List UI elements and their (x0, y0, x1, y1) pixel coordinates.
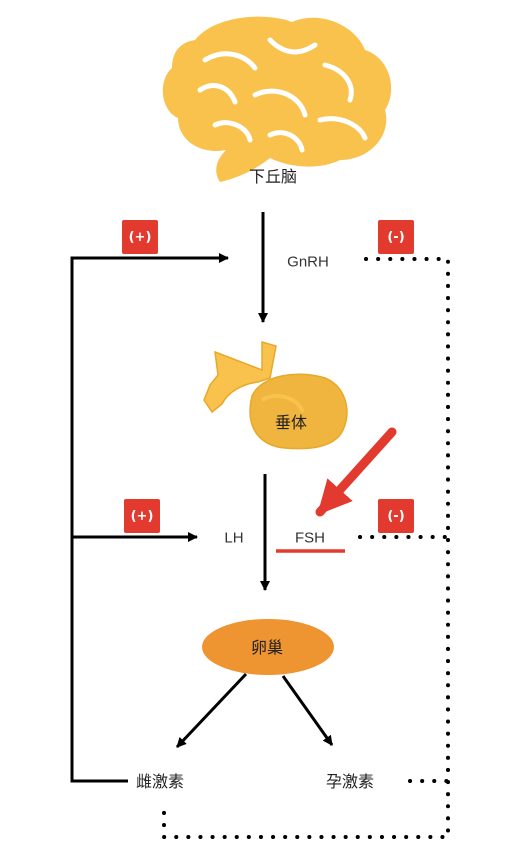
estrogen-label: 雌激素 (135, 772, 185, 791)
ovary-label: 卵巢 (250, 638, 284, 657)
arrow-ovary-to-estrogen (175, 672, 248, 749)
pituitary-label: 垂体 (274, 413, 308, 432)
positive-feedback-loop-top (70, 253, 229, 783)
arrow-ovary-to-progesterone (281, 675, 334, 746)
ovary-icon (202, 619, 334, 675)
negative-feedback-loop-outer (162, 257, 450, 839)
positive-feedback-badge: (+) (122, 220, 158, 254)
negative-feedback-badge: (-) (378, 499, 414, 533)
hypothalamus-label: 下丘脑 (248, 167, 298, 186)
negative-feedback-badge: (-) (378, 220, 414, 254)
pituitary-icon (203, 341, 348, 450)
brain-icon (162, 16, 392, 182)
positive-feedback-badge: (+) (124, 499, 160, 533)
fsh-highlight-arrow (315, 427, 397, 517)
lh-label: LH (224, 529, 244, 547)
fsh-label: FSH (295, 529, 325, 547)
progesterone-label: 孕激素 (325, 772, 375, 791)
gnrh-label: GnRH (287, 253, 329, 271)
